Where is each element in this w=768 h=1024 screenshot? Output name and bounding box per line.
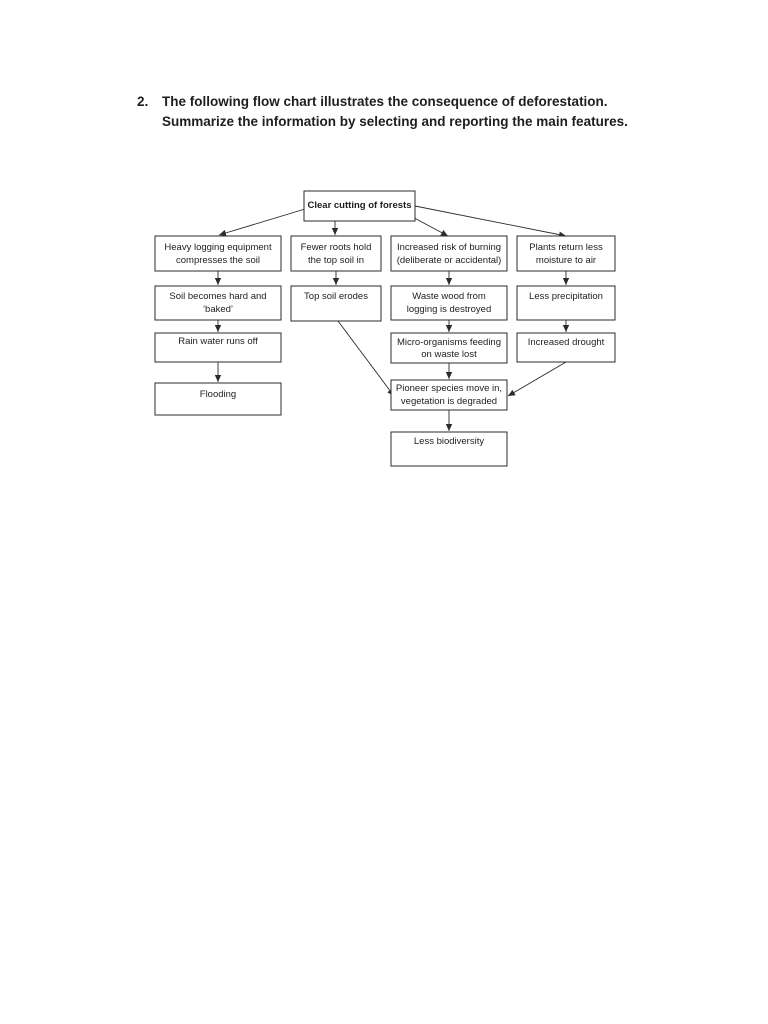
- box-pioneer-species-line-2: vegetation is degraded: [401, 396, 497, 407]
- box-waste-wood-line-2: logging is destroyed: [407, 304, 492, 315]
- box-increased-drought-label: Increased drought: [528, 337, 605, 348]
- box-heavy-logging-line-2: compresses the soil: [176, 255, 260, 266]
- box-less-biodiversity-label: Less biodiversity: [414, 436, 484, 447]
- question-text: The following flow chart illustrates the…: [162, 94, 628, 129]
- box-soil-hard-line-1: Soil becomes hard and: [169, 291, 266, 302]
- question-number: 2.: [137, 94, 149, 109]
- box-rain-water-label: Rain water runs off: [178, 336, 258, 347]
- box-increased-drought: Increased drought: [516, 332, 616, 363]
- box-heavy-logging: Heavy logging equipment compresses the s…: [154, 235, 282, 272]
- arrow-root-to-heavy: [218, 208, 306, 237]
- box-waste-wood: Waste wood from logging is destroyed: [390, 285, 508, 321]
- box-micro-organisms: Micro-organisms feeding on waste lost: [390, 332, 508, 364]
- box-plants-moisture-line-1: Plants return less: [529, 242, 603, 253]
- box-flooding: Flooding: [154, 382, 282, 416]
- box-pioneer-species-line-1: Pioneer species move in,: [396, 383, 502, 394]
- box-less-biodiversity: Less biodiversity: [390, 431, 508, 467]
- flowchart-arrows: [214, 205, 570, 431]
- box-rain-water: Rain water runs off: [154, 332, 282, 363]
- box-flooding-label: Flooding: [200, 389, 236, 400]
- box-waste-wood-line-1: Waste wood from: [412, 291, 486, 302]
- arrow-root-to-moisture: [414, 205, 567, 238]
- box-plants-moisture: Plants return less moisture to air: [516, 235, 616, 272]
- box-less-precipitation-label: Less precipitation: [529, 291, 603, 302]
- box-pioneer-species: Pioneer species move in, vegetation is d…: [390, 379, 508, 411]
- box-fewer-roots: Fewer roots hold the top soil in: [290, 235, 382, 272]
- box-micro-organisms-line-2: on waste lost: [421, 349, 477, 360]
- box-micro-organisms-line-1: Micro-organisms feeding: [397, 337, 501, 348]
- box-burning-risk-line-1: Increased risk of burning: [397, 242, 501, 253]
- box-fewer-roots-line-1: Fewer roots hold: [301, 242, 372, 253]
- box-plants-moisture-line-2: moisture to air: [536, 255, 596, 266]
- box-burning-risk-line-2: (deliberate or accidental): [397, 255, 502, 266]
- box-fewer-roots-line-2: the top soil in: [308, 255, 364, 266]
- arrow-erodes-to-pioneer: [337, 320, 395, 397]
- box-clear-cutting: Clear cutting of forests: [303, 190, 416, 222]
- box-top-soil-erodes: Top soil erodes: [290, 285, 382, 322]
- box-top-soil-erodes-label: Top soil erodes: [304, 291, 368, 302]
- box-clear-cutting-label: Clear cutting of forests: [308, 200, 412, 211]
- box-less-precipitation: Less precipitation: [516, 285, 616, 321]
- arrow-drought-to-pioneer: [507, 361, 567, 397]
- box-soil-hard: Soil becomes hard and ‘baked’: [154, 285, 282, 321]
- box-burning-risk: Increased risk of burning (deliberate or…: [390, 235, 508, 272]
- box-soil-hard-line-2: ‘baked’: [203, 304, 233, 315]
- question-block: 2. The following flow chart illustrates …: [137, 92, 657, 132]
- box-heavy-logging-line-1: Heavy logging equipment: [164, 242, 272, 253]
